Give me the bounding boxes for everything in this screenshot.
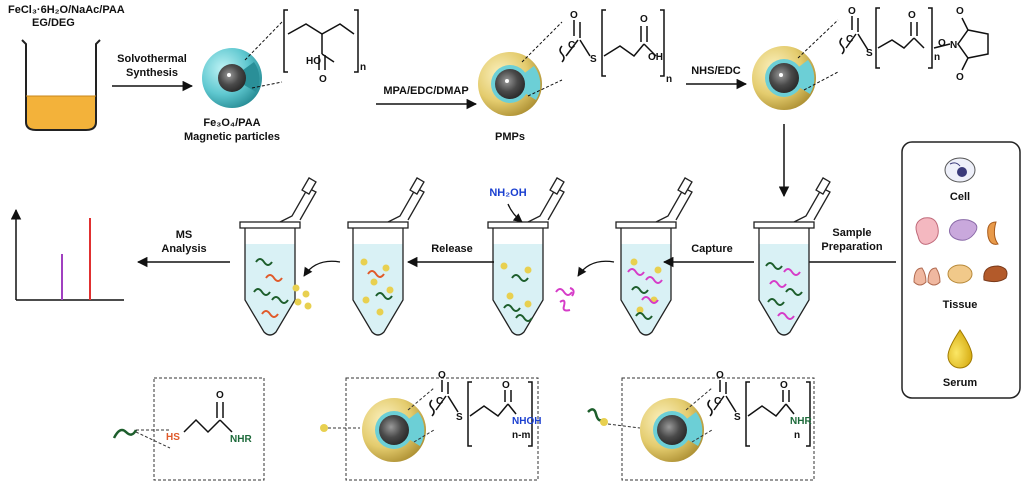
step-nhs: NHS/EDC xyxy=(691,65,741,77)
arrow-nh2oh xyxy=(507,203,523,223)
paa-o: O xyxy=(319,74,327,85)
nhoh-particle xyxy=(362,398,426,462)
nhoh-o2: O xyxy=(502,380,510,391)
nhoh-structure xyxy=(429,380,533,447)
step-capture: Capture xyxy=(691,243,733,255)
step-solvothermal-1: Solvothermal xyxy=(117,53,187,65)
nhr-n: n xyxy=(794,430,800,441)
nhs-s: S xyxy=(866,48,873,59)
nhr-particle xyxy=(640,398,704,462)
beaker xyxy=(21,39,101,131)
nhs-o5: O xyxy=(956,72,964,83)
chem-n-m: n-m xyxy=(512,430,530,441)
pmp-s: S xyxy=(590,54,597,65)
nhs-o4: O xyxy=(956,6,964,17)
step-mpa: MPA/EDC/DMAP xyxy=(383,85,468,97)
cell-icon xyxy=(944,157,976,183)
chem-nhr-box1: NHR xyxy=(230,434,252,445)
nhs-o2: O xyxy=(908,10,916,21)
paa-structure xyxy=(283,9,359,73)
serum-drop-icon xyxy=(947,329,973,369)
curved-arrow-capture xyxy=(577,260,615,277)
reagents-line2: EG/DEG xyxy=(32,17,75,29)
nhs-n: n xyxy=(934,52,940,63)
nhoh-c: C xyxy=(436,396,443,407)
reagent-nh2oh: NH₂OH xyxy=(489,187,526,199)
tube-capture xyxy=(615,177,693,336)
tube-nh2oh xyxy=(487,177,565,336)
ms-spectrum xyxy=(10,208,124,301)
chem-nhoh: NHOH xyxy=(512,416,541,427)
bead-peptide-icon xyxy=(587,408,603,422)
nhr-o2: O xyxy=(780,380,788,391)
pmp-c1: C xyxy=(568,40,575,51)
pmp-structure xyxy=(559,9,665,77)
nhs-n-atom: N xyxy=(950,40,957,51)
peptide-structure xyxy=(183,402,233,434)
tube-release xyxy=(347,177,425,336)
chem-nhr-box3: NHR xyxy=(790,416,812,427)
pmp-oh: OH xyxy=(648,52,663,63)
nhoh-o1: O xyxy=(438,370,446,381)
pmp-o1: O xyxy=(570,10,578,21)
chem-hs: HS xyxy=(166,432,180,443)
tube-row xyxy=(239,177,831,336)
paa-ho: HO xyxy=(306,56,321,67)
step-ms-1: MS xyxy=(176,229,193,241)
paa-n: n xyxy=(360,62,366,73)
chem-o-box1: O xyxy=(216,390,224,401)
nhr-s: S xyxy=(734,412,741,423)
pmp-o2: O xyxy=(640,14,648,25)
pmp-n: n xyxy=(666,74,672,85)
nhr-c: C xyxy=(714,396,721,407)
nhr-o1: O xyxy=(716,370,724,381)
step-release: Release xyxy=(431,243,473,255)
released-beads xyxy=(292,284,312,310)
nhs-o1: O xyxy=(848,6,856,17)
source-serum: Serum xyxy=(943,377,977,389)
nhs-particle xyxy=(752,46,816,110)
curved-arrow-release xyxy=(303,260,341,277)
box-peptide xyxy=(153,377,265,481)
source-cell: Cell xyxy=(950,191,970,203)
source-tissue: Tissue xyxy=(943,299,978,311)
released-interferents xyxy=(555,287,575,312)
nhr-structure xyxy=(707,380,811,447)
peptide-squiggle xyxy=(112,428,138,439)
step-solvothermal-2: Synthesis xyxy=(126,67,178,79)
reagents-line1: FeCl₃·6H₂O/NaAc/PAA xyxy=(8,4,125,16)
pmps-label: PMPs xyxy=(495,131,525,143)
nhs-c: C xyxy=(846,34,853,45)
nhs-structure xyxy=(839,7,989,71)
fe3o4-label-1: Fe₃O₄/PAA xyxy=(203,117,260,129)
fe3o4-label-2: Magnetic particles xyxy=(184,131,280,143)
pmp-particle xyxy=(478,52,542,116)
nhs-o3: O xyxy=(938,38,946,49)
box-nhr xyxy=(621,377,815,481)
step-sample-2: Preparation xyxy=(821,241,882,253)
source-panel xyxy=(901,141,1021,399)
bead-peptide-bead xyxy=(600,418,608,426)
tube-sample xyxy=(753,177,831,336)
box-nhoh xyxy=(345,377,539,481)
fe3o4-particle xyxy=(202,48,262,108)
tissue-icons xyxy=(913,217,1008,286)
nhoh-s: S xyxy=(456,412,463,423)
step-ms-2: Analysis xyxy=(161,243,206,255)
step-sample-1: Sample xyxy=(832,227,871,239)
bead-icon xyxy=(320,424,328,432)
tube-ms xyxy=(239,177,317,336)
